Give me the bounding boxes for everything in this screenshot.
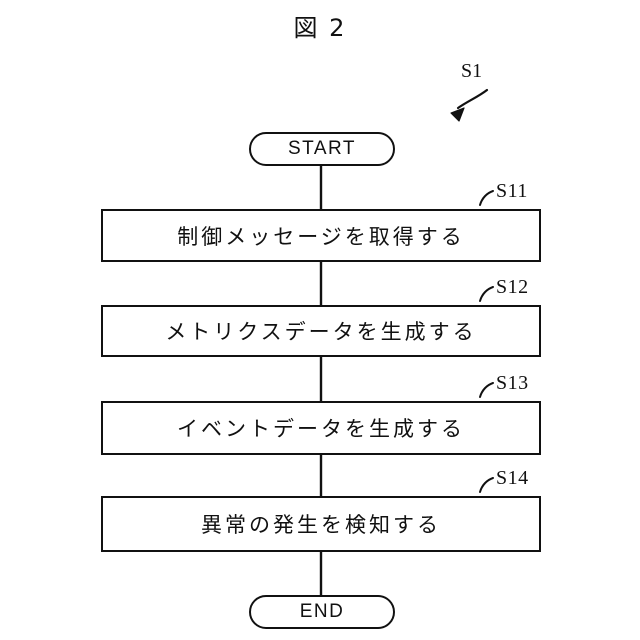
flow-node-end-label: END <box>299 601 345 622</box>
flow-node-s14[interactable]: 異常の発生を検知する <box>101 496 541 552</box>
leader-hook-s11 <box>479 190 494 206</box>
figure-title: 図 2 <box>293 14 347 42</box>
step-ref-s11: S11 <box>496 180 528 202</box>
flow-node-s14-label: 異常の発生を検知する <box>201 513 441 537</box>
s1-arrow-icon <box>450 88 489 122</box>
leader-hook-s13 <box>479 382 494 398</box>
step-ref-s14: S14 <box>496 467 529 489</box>
leader-hook-s12 <box>479 286 494 302</box>
leader-hook-s14 <box>479 477 494 493</box>
flow-node-start-label: START <box>287 138 357 159</box>
figure-reference-label-s1: S1 <box>461 60 483 82</box>
flow-node-end[interactable]: END <box>249 595 395 629</box>
flow-node-s12-label: メトリクスデータを生成する <box>165 320 477 344</box>
step-ref-s13: S13 <box>496 372 529 394</box>
flow-node-s12[interactable]: メトリクスデータを生成する <box>101 305 541 357</box>
step-ref-s12: S12 <box>496 276 529 298</box>
flow-node-s11[interactable]: 制御メッセージを取得する <box>101 209 541 262</box>
flow-node-s13-label: イベントデータを生成する <box>177 417 465 441</box>
flow-node-start[interactable]: START <box>249 132 395 166</box>
flow-node-s13[interactable]: イベントデータを生成する <box>101 401 541 455</box>
flow-node-s11-label: 制御メッセージを取得する <box>177 224 465 249</box>
